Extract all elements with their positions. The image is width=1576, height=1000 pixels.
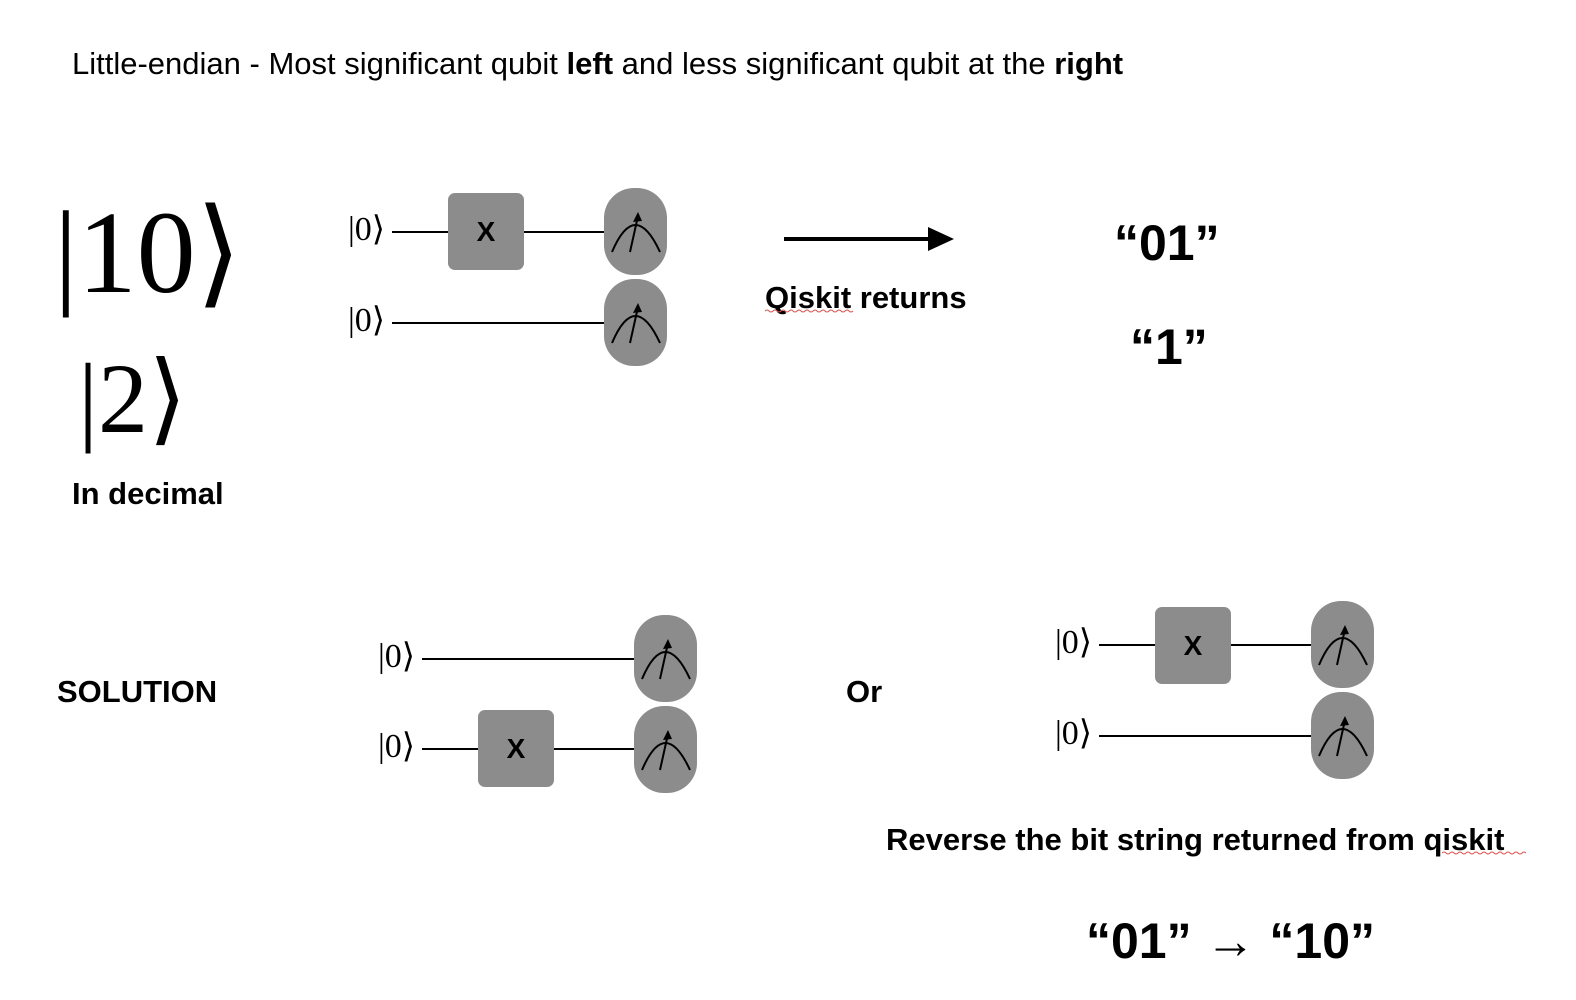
binary-ket: |10⟩ [54,187,242,318]
header-title: Little-endian - Most significant qubit l… [72,44,1123,84]
measure-meter-icon [634,615,697,702]
qubit-1-label: |0⟩ [348,302,386,339]
qiskit-result-1: “1” [1130,319,1208,375]
x-gate-label: X [1183,629,1203,661]
wire-q0-left [1099,644,1155,646]
qubit-0-label: |0⟩ [348,211,386,248]
measure-meter-icon [1311,692,1374,779]
spellcheck-underline [1442,851,1526,855]
wire-q1-right [554,748,634,750]
wire-q1 [392,322,604,324]
wire-q1-left [422,748,478,750]
decimal-ket: |2⟩ [78,343,188,454]
solution-label: SOLUTION [57,674,218,709]
qubit-1-label: |0⟩ [378,728,416,765]
qiskit-returns-caption: Qiskit returns [765,280,967,315]
qiskit-result-01: “01” [1114,215,1220,271]
x-gate-label: X [506,732,526,764]
wire-q0-right [1231,644,1311,646]
decimal-caption: In decimal [72,476,224,511]
measure-meter-icon [1311,601,1374,688]
wire-q0 [422,658,634,660]
or-label: Or [846,674,883,709]
reverse-note: Reverse the bit string returned from qis… [886,822,1505,857]
wire-q1 [1099,735,1311,737]
x-gate: X [1155,607,1231,684]
header-part1: Little-endian - Most significant qubit [72,46,567,81]
header-bold-right: right [1054,46,1124,81]
wire-q0-left [392,231,448,233]
x-gate-label: X [476,215,496,247]
qubit-1-label: |0⟩ [1055,715,1093,752]
measure-meter-icon [604,279,667,366]
x-gate: X [478,710,554,787]
measure-meter-icon [604,188,667,275]
x-gate: X [448,193,524,270]
header-bold-left: left [566,46,614,81]
qubit-0-label: |0⟩ [1055,624,1093,661]
right-arrow-icon [784,227,954,251]
header-part2: and less significant qubit at the [613,46,1055,81]
bitstring-mapping: “01” → “10” [1086,913,1376,969]
measure-meter-icon [634,706,697,793]
qubit-0-label: |0⟩ [378,638,416,675]
spellcheck-underline [765,309,854,313]
wire-q0-right [524,231,604,233]
